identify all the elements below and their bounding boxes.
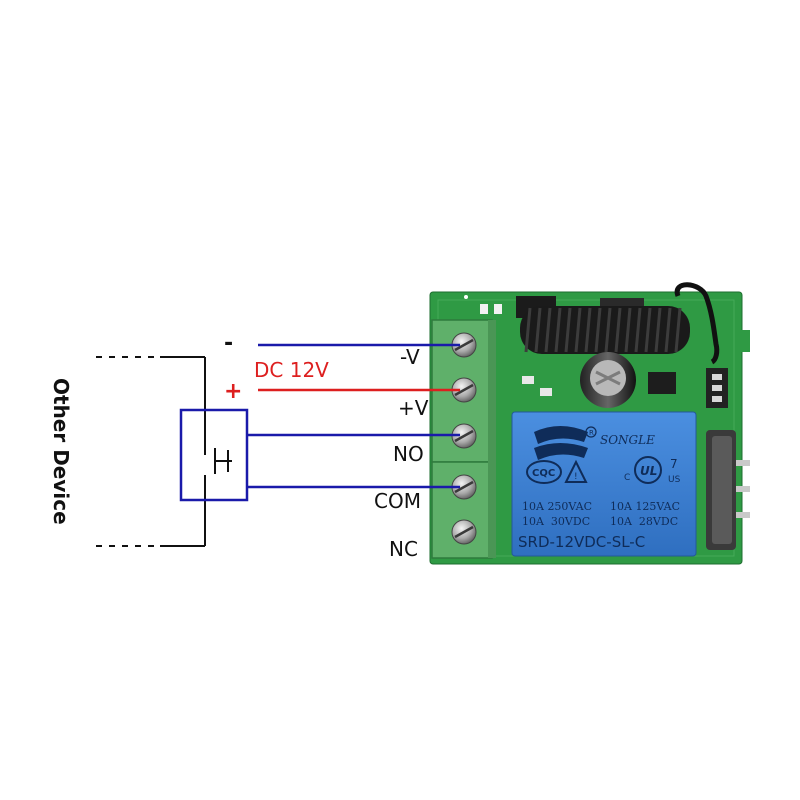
smd-component	[522, 376, 534, 384]
terminal-labels: -V +V NO COM NC	[374, 345, 429, 561]
edge-pin	[728, 512, 750, 518]
terminal-label-neg-v: -V	[400, 345, 420, 369]
antenna-coil	[520, 306, 690, 354]
wiring	[246, 343, 460, 489]
terminal-label-no: NO	[393, 442, 424, 466]
other-device-label: Other Device	[49, 378, 73, 525]
screw-terminal-neg-v	[451, 332, 477, 358]
ul-prefix: C	[624, 473, 630, 483]
terminal-label-nc: NC	[389, 537, 418, 561]
svg-text:!: !	[574, 472, 578, 482]
rating-line2-left: 10A 30VDC	[522, 515, 590, 528]
antenna-wire	[674, 282, 720, 365]
edge-pin	[728, 486, 750, 492]
relay-brand: SONGLE	[600, 433, 655, 447]
rating-line1-left: 10A 250VAC	[522, 500, 592, 513]
capacitor	[580, 352, 636, 408]
rating-line1-right: 10A 125VAC	[610, 500, 680, 513]
supply-plus-sign: +	[224, 379, 242, 404]
smd-component	[540, 388, 552, 396]
songle-logo-icon: R	[534, 426, 597, 460]
terminal-label-pos-v: +V	[398, 396, 429, 420]
rating-line2-right: 10A 28VDC	[610, 515, 678, 528]
ul-number: 7	[670, 457, 678, 471]
terminal-label-com: COM	[374, 489, 421, 513]
supply-voltage-label: DC 12V	[254, 358, 329, 382]
terminal-screws	[451, 332, 477, 545]
relay: R SONGLE CQC ! C UL 7 US 10A 250VAC 10A …	[511, 411, 697, 557]
switch-box	[179, 408, 249, 502]
edge-pin	[728, 460, 750, 466]
other-device-circuit	[96, 356, 249, 547]
smd-component	[494, 304, 502, 314]
ul-mark-icon: C UL 7 US	[624, 456, 681, 485]
smd-component	[480, 304, 488, 314]
cqc-text: CQC	[532, 468, 555, 479]
switch-symbol-icon	[214, 448, 232, 474]
supply-minus-sign: -	[224, 331, 233, 356]
screw-terminal-nc	[451, 519, 477, 545]
relay-model: SRD-12VDC-SL-C	[518, 533, 645, 551]
ul-country: US	[668, 475, 681, 485]
cqc-mark-icon: CQC !	[526, 459, 588, 484]
smd-component	[648, 372, 676, 394]
svg-text:UL: UL	[640, 464, 657, 478]
svg-text:R: R	[589, 429, 594, 437]
